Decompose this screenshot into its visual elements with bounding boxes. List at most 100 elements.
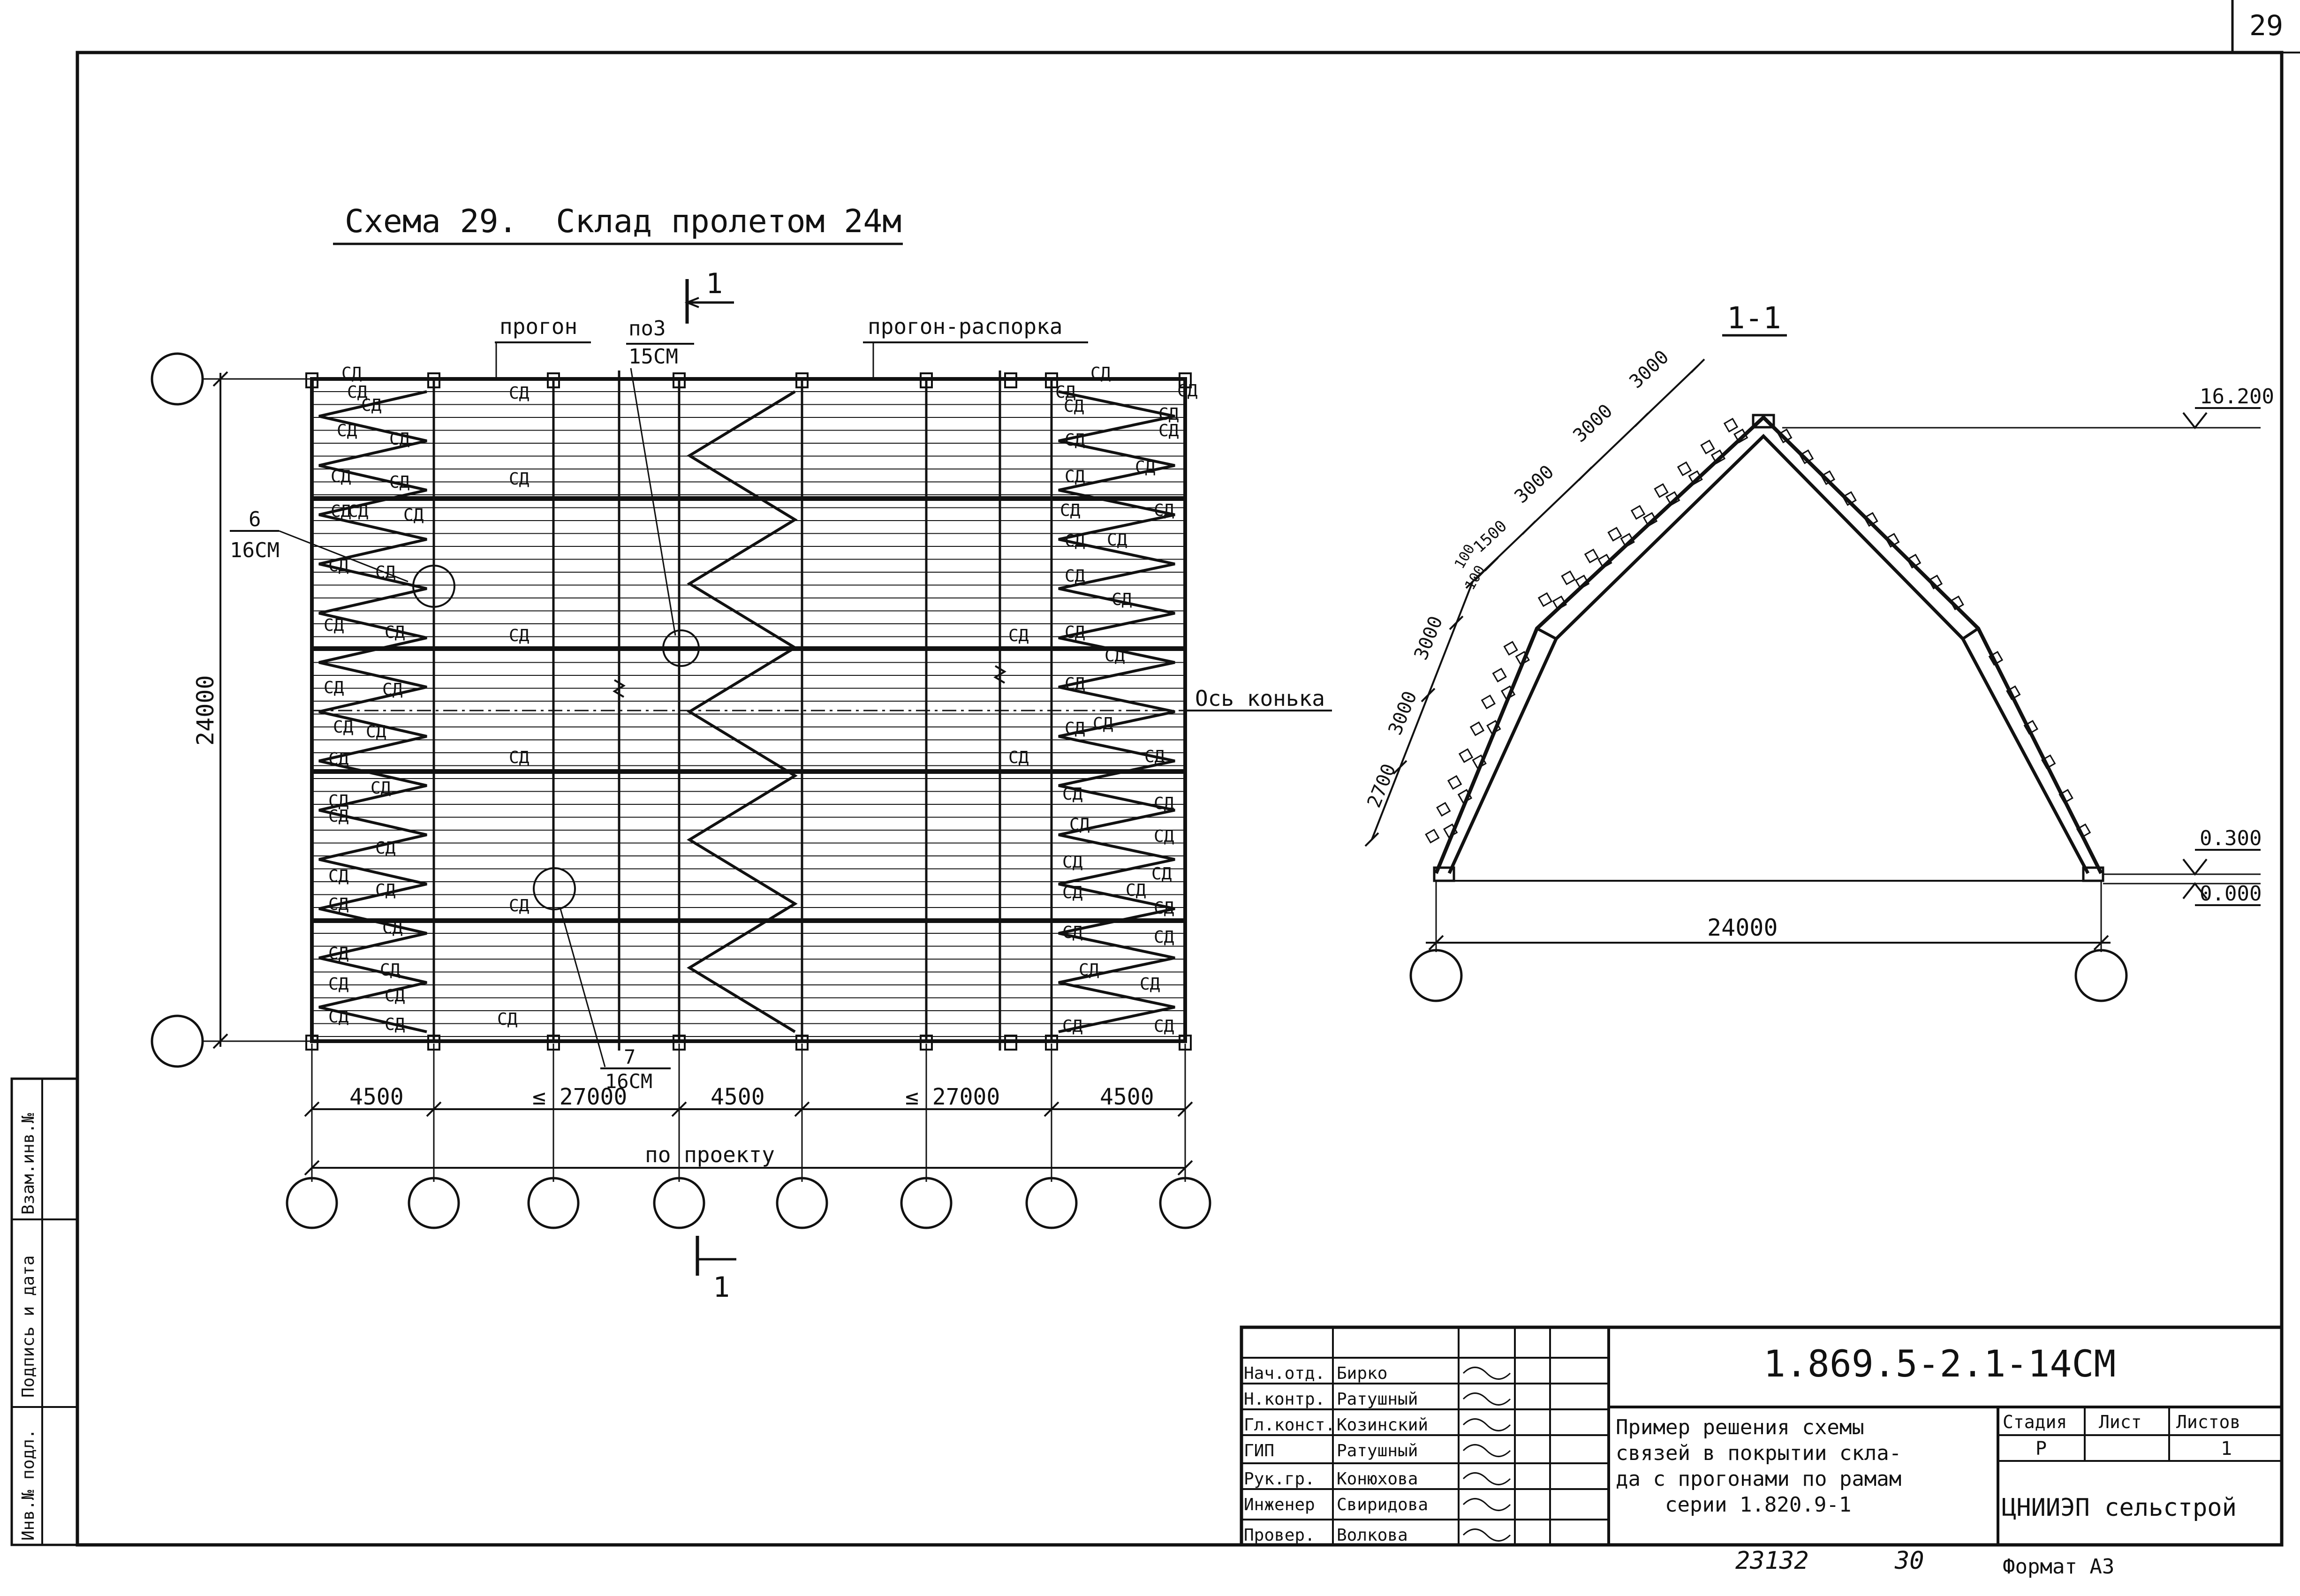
staff-role: Гл.конст. [1244, 1415, 1335, 1435]
brace-label: СД [328, 867, 349, 886]
stamp-original-inv: Инв.№ подл. [19, 1429, 38, 1541]
bay-dim-5: 4500 [1100, 1084, 1154, 1110]
brace-label: СД [348, 502, 369, 521]
brace-label: СД [380, 961, 401, 980]
brace-label: СД [1065, 719, 1085, 738]
brace-label: СД [509, 626, 530, 645]
staff-role: Инженер [1244, 1495, 1315, 1514]
brace-label: СД [1062, 1017, 1083, 1036]
brace-label: СД [331, 502, 351, 521]
brace-label: СД [375, 881, 396, 900]
bracing-bands [312, 496, 1185, 923]
staff-name: Ратушный [1337, 1390, 1418, 1409]
staff-role: Нач.отд. [1244, 1364, 1325, 1383]
brace-label: СД [1144, 747, 1165, 766]
format-label: Формат А3 [2003, 1555, 2114, 1579]
callout-pos3-section: 15СМ [628, 345, 678, 369]
level-zero: 0.000 [2200, 882, 2262, 906]
sheets-header: Листов [2176, 1412, 2240, 1432]
brace-label: СД [389, 430, 410, 449]
axis-bubble [1025, 1177, 1078, 1229]
brace-label: СД [328, 792, 349, 811]
brace-label: СД [1154, 827, 1174, 846]
callout-pos7-number: 7 [624, 1045, 636, 1068]
level-top: 16.200 [2200, 385, 2274, 408]
axis-bubble [776, 1177, 828, 1229]
brace-label: СД [328, 749, 349, 769]
brace-label: СД [328, 807, 349, 826]
brace-label: СД [1065, 431, 1085, 450]
brace-label: СД [341, 364, 362, 383]
bay-dim-2: ≤ 27000 [532, 1084, 627, 1110]
brace-label: СД [1090, 364, 1111, 383]
staff-role: Рук.гр. [1244, 1469, 1315, 1489]
callout-pos6-number: 6 [249, 507, 261, 531]
brace-label: СД [1062, 785, 1083, 804]
level-base: 0.300 [2200, 826, 2262, 850]
brace-label: СД [1062, 853, 1083, 872]
brace-label: СД [366, 722, 386, 741]
organization-name: ЦНИИЭП сельстрой [2002, 1494, 2237, 1522]
brace-label: СД [1079, 961, 1099, 980]
brace-label: СД [497, 1010, 518, 1029]
brace-label: СД [1065, 567, 1085, 586]
brace-label: СД [1062, 883, 1083, 902]
brace-label: СД [1154, 899, 1174, 918]
brace-label: СД [1065, 531, 1085, 551]
axis-bubble [151, 1014, 204, 1068]
axis-bubble [151, 352, 204, 406]
bay-dim-4: ≤ 27000 [905, 1084, 1000, 1110]
sec-dim-3: 3000 [1510, 461, 1558, 507]
brace-label: СД [375, 839, 396, 858]
brace-label: СД [1126, 881, 1146, 900]
description-line-3: да с прогонами по рамам [1616, 1467, 1901, 1491]
purlin-lines [312, 391, 1185, 1037]
signature [1462, 1498, 1511, 1511]
section-left-dimensions: 3000 3000 3000 1500 100 100 3000 3000 27… [1363, 346, 1705, 847]
section-mark-top: 1 [684, 267, 734, 324]
callout-pos7-section: 16СМ [605, 1070, 652, 1093]
svg-text:1: 1 [713, 1271, 730, 1304]
brace-label: СД [382, 680, 403, 699]
brace-label: СД [328, 556, 349, 575]
brace-label: СД [328, 975, 349, 994]
sheet-header: Лист [2099, 1412, 2142, 1432]
brace-label: СД [1154, 794, 1174, 813]
plan-title: Схема 29. Склад пролетом 24м [345, 203, 901, 240]
brace-label: СД [509, 384, 530, 403]
axis-bubble [653, 1177, 705, 1229]
brace-label: СД [1140, 975, 1160, 994]
brace-label: СД [328, 944, 349, 963]
signature [1462, 1392, 1511, 1406]
plan-bay-dimensions: 4500 ≤ 27000 4500 ≤ 27000 4500 по проект… [304, 1044, 1193, 1182]
bracing-zigzags [318, 390, 1175, 1033]
section-purlin-markers [1425, 417, 2091, 844]
section-mark-bottom: 1 [696, 1236, 736, 1304]
brace-label: СД [337, 421, 357, 440]
level-marks: 16.200 0.300 0.000 [1782, 385, 2274, 906]
staff-name: Козинский [1337, 1415, 1428, 1435]
sec-dim-9: 2700 [1363, 761, 1400, 811]
staff-table: Нач.отд.БиркоН.контр.РатушныйГл.конст.Ко… [1244, 1364, 1511, 1545]
brace-label: СД [1154, 501, 1174, 520]
brace-label: СД [1154, 928, 1174, 947]
stage-header: Стадия [2003, 1412, 2067, 1432]
section-span-dimension: 24000 [1707, 914, 1778, 941]
description-line-1: Пример решения схемы [1616, 1415, 1864, 1439]
purlin-label: прогон [499, 314, 577, 339]
column-markers [305, 372, 1192, 1051]
sec-dim-8: 3000 [1385, 688, 1422, 738]
brace-label: СД [347, 383, 368, 402]
brace-label: СД [509, 748, 530, 767]
brace-label: СД [403, 506, 424, 525]
callout-pos3-number: по3 [628, 317, 666, 340]
brace-label: СД [1055, 383, 1076, 402]
sec-dim-2: 3000 [1569, 400, 1617, 446]
brace-label: СД [328, 895, 349, 914]
brace-label: СД [1008, 626, 1029, 645]
signature [1462, 1472, 1511, 1485]
staff-role: ГИП [1244, 1441, 1274, 1460]
brace-label: СД [1112, 590, 1132, 609]
brace-label: СД [1008, 748, 1029, 767]
